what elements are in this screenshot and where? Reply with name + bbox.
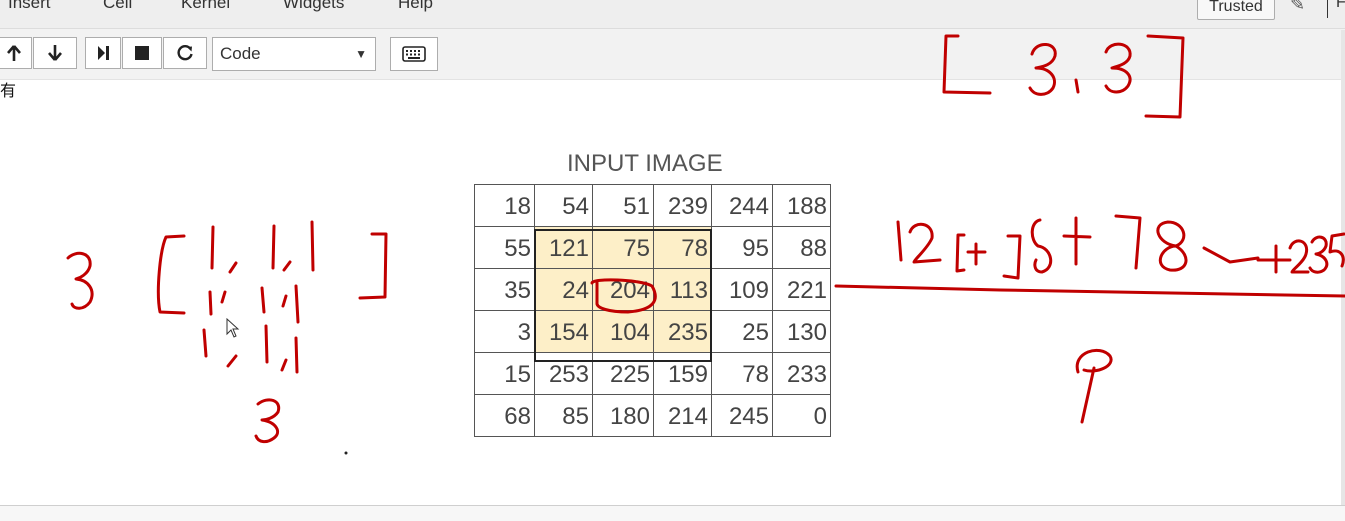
grid-cell: 235 xyxy=(653,310,712,353)
arrow-up-icon xyxy=(7,45,21,61)
run-cell-button[interactable] xyxy=(85,37,121,69)
grid-cell: 214 xyxy=(653,394,712,437)
grid-cell: 130 xyxy=(772,310,831,353)
kernel-indicator-edge: F xyxy=(1336,0,1345,11)
grid-cell: 225 xyxy=(592,352,654,395)
grid-cell: 221 xyxy=(772,268,831,311)
grid-cell: 159 xyxy=(653,352,712,395)
menu-cell[interactable]: Cell xyxy=(103,0,133,12)
menubar-divider xyxy=(1327,0,1328,18)
grid-cell: 239 xyxy=(653,184,712,227)
ink-scalar-bottom xyxy=(254,398,281,444)
grid-cell: 0 xyxy=(772,394,831,437)
grid-cell: 78 xyxy=(653,226,712,269)
interrupt-button[interactable] xyxy=(122,37,162,69)
grid-cell: 121 xyxy=(534,226,593,269)
grid-cell: 68 xyxy=(474,394,535,437)
stop-icon xyxy=(135,46,149,60)
grid-cell: 204 xyxy=(592,268,654,311)
ink-bracket-right xyxy=(358,232,388,300)
keyboard-icon xyxy=(402,46,426,62)
cell-type-value: Code xyxy=(220,44,261,63)
grid-cell: 85 xyxy=(534,394,593,437)
grid-cell: 245 xyxy=(711,394,773,437)
menu-widgets[interactable]: Widgets xyxy=(283,0,345,12)
ink-bracket-left xyxy=(156,234,186,315)
restart-icon xyxy=(177,44,193,61)
ink-fraction-line xyxy=(834,284,1345,298)
restart-kernel-button[interactable] xyxy=(163,37,207,69)
ink-scalar-top xyxy=(66,251,94,310)
grid-cell: 55 xyxy=(474,226,535,269)
mouse-cursor-icon xyxy=(226,318,240,338)
pencil-icon[interactable]: ✎ xyxy=(1290,0,1306,14)
grid-cell: 113 xyxy=(653,268,712,311)
grid-cell: 35 xyxy=(474,268,535,311)
run-icon xyxy=(98,46,109,60)
grid-cell: 88 xyxy=(772,226,831,269)
menu-kernel[interactable]: Kernel xyxy=(181,0,231,12)
grid-cell: 154 xyxy=(534,310,593,353)
arrow-down-icon xyxy=(48,45,62,61)
ink-numerator xyxy=(896,214,1345,280)
command-palette-button[interactable] xyxy=(390,37,438,71)
grid-cell: 188 xyxy=(772,184,831,227)
cell-text-fragment: 有 xyxy=(0,83,17,100)
figure-title: INPUT IMAGE xyxy=(567,150,723,177)
trusted-badge[interactable]: Trusted xyxy=(1197,0,1275,20)
grid-cell: 109 xyxy=(711,268,773,311)
scrollbar[interactable] xyxy=(1341,30,1345,521)
cell-divider xyxy=(0,505,1345,506)
move-down-button[interactable] xyxy=(33,37,77,69)
ink-dot xyxy=(344,451,348,455)
grid-cell: 75 xyxy=(592,226,654,269)
grid-cell: 3 xyxy=(474,310,535,353)
grid-cell: 244 xyxy=(711,184,773,227)
move-up-button[interactable] xyxy=(0,37,32,69)
grid-cell: 95 xyxy=(711,226,773,269)
menu-insert[interactable]: Insert xyxy=(8,0,51,12)
grid-cell: 18 xyxy=(474,184,535,227)
grid-cell: 25 xyxy=(711,310,773,353)
ink-matrix-entries xyxy=(202,220,315,374)
grid-cell: 51 xyxy=(592,184,654,227)
menu-help[interactable]: Help xyxy=(398,0,433,12)
cell-type-select[interactable]: Code ▼ xyxy=(212,37,376,71)
grid-cell: 104 xyxy=(592,310,654,353)
ink-denominator xyxy=(1075,348,1113,424)
toolbar xyxy=(0,29,1345,80)
grid-cell: 180 xyxy=(592,394,654,437)
grid-cell: 78 xyxy=(711,352,773,395)
next-code-cell[interactable] xyxy=(0,506,1345,521)
menu-bar: Insert Cell Kernel Widgets Help Trusted … xyxy=(0,0,1345,29)
grid-cell: 54 xyxy=(534,184,593,227)
caret-down-icon: ▼ xyxy=(355,47,367,61)
grid-cell: 15 xyxy=(474,352,535,395)
grid-cell: 253 xyxy=(534,352,593,395)
grid-cell: 24 xyxy=(534,268,593,311)
grid-cell: 233 xyxy=(772,352,831,395)
